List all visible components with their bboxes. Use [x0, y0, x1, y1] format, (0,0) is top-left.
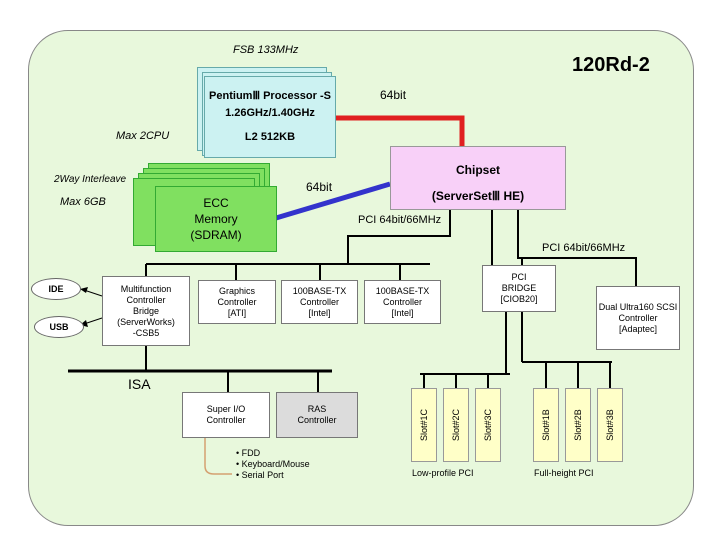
pci-b-bus — [517, 210, 637, 286]
slot-1b-label: Slot#1B — [541, 409, 551, 441]
memory-bus-width: 64bit — [306, 180, 333, 194]
usb-port: USB — [34, 316, 84, 338]
processor-name: PentiumⅢ Processor -S — [209, 90, 331, 102]
lan2-line-2: Controller — [382, 296, 422, 307]
multifunction-line-2: Controller — [126, 294, 166, 305]
lan2-line-1: 100BASE-TX — [375, 285, 430, 296]
slot-3b-label: Slot#3B — [605, 409, 615, 441]
slot-1b: Slot#1B — [533, 388, 559, 462]
processor-box: PentiumⅢ Processor -S 1.26GHz/1.40GHz L2… — [204, 76, 336, 158]
memory-link — [275, 181, 391, 221]
memory-box: ECC Memory (SDRAM) — [155, 186, 277, 252]
slot-3c: Slot#3C — [475, 388, 501, 462]
lan1-box: 100BASE-TX Controller [Intel] — [281, 280, 358, 324]
scsi-line-1: Dual Ultra160 SCSI — [598, 301, 678, 312]
slot-3c-label: Slot#3C — [483, 408, 493, 442]
lan1-line-3: [Intel] — [308, 307, 331, 318]
chipset-model: (ServerSetⅢ HE) — [431, 189, 525, 203]
multifunction-line-5: -CSB5 — [132, 327, 160, 338]
multifunction-box: Multifunction Controller Bridge (ServerW… — [102, 276, 190, 346]
diagram-title: 120Rd-2 — [572, 54, 650, 76]
slot-2c: Slot#2C — [443, 388, 469, 462]
slot-2c-label: Slot#2C — [451, 408, 461, 442]
scsi-box: Dual Ultra160 SCSI Controller [Adaptec] — [596, 286, 680, 350]
cpu-link — [334, 115, 465, 148]
slot-2b: Slot#2B — [565, 388, 591, 462]
io-item-fdd: • FDD — [236, 448, 261, 458]
slot-1c-label: Slot#1C — [419, 408, 429, 442]
memory-line-2: Memory — [194, 212, 238, 226]
lan2-box: 100BASE-TX Controller [Intel] — [364, 280, 441, 324]
memory-line-3: (SDRAM) — [190, 228, 242, 242]
io-item-list: • FDD • Keyboard/Mouse • Serial Port — [236, 448, 310, 481]
io-item-serial-port: • Serial Port — [236, 470, 284, 480]
max-memory-label: Max 6GB — [60, 196, 106, 208]
ide-port: IDE — [31, 278, 81, 300]
multifunction-line-4: (ServerWorks) — [117, 316, 175, 327]
superio-line-2: Controller — [206, 415, 246, 425]
pci-bridge-box: PCI BRIDGE [CIOB20] — [482, 265, 556, 312]
fsb-label: FSB 133MHz — [233, 44, 299, 56]
scsi-line-3: [Adaptec] — [618, 323, 658, 334]
multifunction-line-1: Multifunction — [120, 283, 172, 294]
ras-line-1: RAS — [307, 404, 327, 414]
slot-1c: Slot#1C — [411, 388, 437, 462]
full-height-label: Full-height PCI — [534, 468, 594, 478]
interleave-label: 2Way Interleave — [54, 174, 127, 185]
chipset-box: Chipset (ServerSetⅢ HE) — [390, 146, 566, 210]
pci-bridge-line-1: PCI — [511, 272, 527, 282]
slot-3b: Slot#3B — [597, 388, 623, 462]
low-profile-label: Low-profile PCI — [412, 468, 474, 478]
scsi-line-2: Controller — [618, 312, 658, 323]
ras-box: RAS Controller — [276, 392, 358, 438]
processor-cache: L2 512KB — [244, 131, 296, 143]
lan1-line-2: Controller — [299, 296, 339, 307]
pci-bridge-line-3: [CIOB20] — [500, 294, 538, 304]
lan1-line-1: 100BASE-TX — [292, 285, 347, 296]
superio-line-1: Super I/O — [206, 404, 246, 414]
max-cpu-label: Max 2CPU — [116, 130, 170, 142]
isa-label: ISA — [128, 376, 151, 392]
superio-box: Super I/O Controller — [182, 392, 270, 438]
graphics-line-1: Graphics — [218, 285, 255, 296]
processor-speed: 1.26GHz/1.40GHz — [225, 107, 315, 119]
lan2-line-3: [Intel] — [391, 307, 414, 318]
graphics-line-2: Controller — [217, 296, 257, 307]
pci-a-bus-upper — [347, 210, 451, 264]
cpu-bus-width: 64bit — [380, 88, 407, 102]
slot-2b-label: Slot#2B — [573, 409, 583, 441]
ras-line-2: Controller — [297, 415, 337, 425]
graphics-box: Graphics Controller [ATI] — [198, 280, 276, 324]
memory-line-1: ECC — [203, 196, 229, 210]
chipset-label: Chipset — [455, 163, 500, 177]
multifunction-line-3: Bridge — [132, 305, 159, 316]
pci-bridge-line-2: BRIDGE — [501, 283, 537, 293]
graphics-line-3: [ATI] — [227, 307, 247, 318]
pci-a-label: PCI 64bit/66MHz — [358, 214, 442, 226]
io-item-keyboard-mouse: • Keyboard/Mouse — [236, 459, 310, 469]
pci-b-label: PCI 64bit/66MHz — [542, 242, 626, 254]
